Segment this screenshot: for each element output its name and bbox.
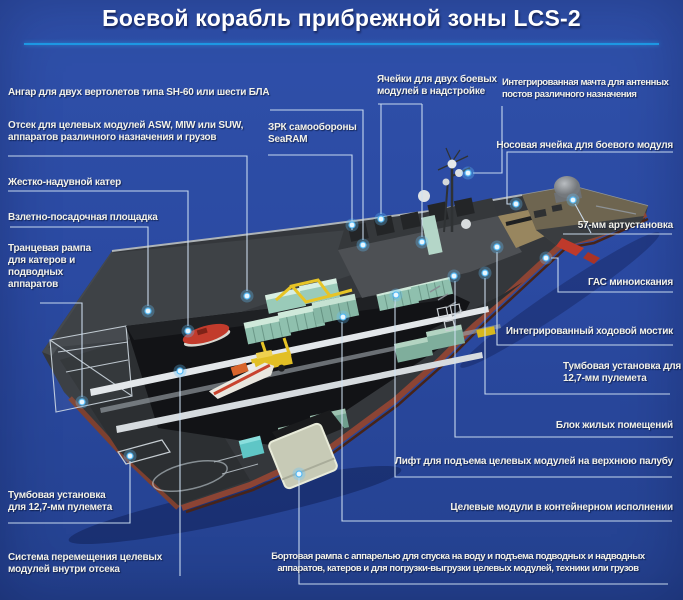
label-side-ramp: Бортовая рампа с аппарелью для спуска на… [271,551,645,574]
leader-accommodation [454,281,673,438]
leader-bow-cell [506,151,673,205]
label-transfer-system: Система перемещения целевых модулей внут… [8,552,163,575]
leader-side-ramp [298,478,668,585]
label-transom-ramp: Транцевая рампа для катеров и подводных … [8,243,92,290]
label-gun-57mm: 57-мм артустановка [577,220,674,231]
rib-boat-shape [182,323,231,347]
leader-gun-right [484,278,670,395]
label-container-modules: Целевые модули в контейнерном исполнении [450,502,673,513]
label-hangar: Ангар для двух вертолетов типа SH-60 или… [8,87,270,98]
label-module-lift: Лифт для подъема целевых модулей на верх… [394,456,673,467]
leader-flight-deck [10,226,149,306]
label-bridge: Интегрированный ходовой мостик [505,326,673,337]
leader-module-lift [394,300,672,478]
superstructure [338,190,560,298]
gun-57mm-dome [554,176,580,198]
hull-cut-frames [429,261,463,317]
bow-fin-red [556,238,584,256]
integrated-mast [437,147,471,233]
leader-gun-left [8,461,131,524]
leader-mission-bay [8,155,248,291]
label-mission-bay: Отсек для целевых модулей ASW, MIW или S… [8,120,244,143]
page-title: Боевой корабль прибрежной зоны LCS-2 [102,5,581,31]
leader-mast [473,106,503,174]
leader-transom-ramp [40,302,83,397]
leader-rib-boat [8,190,189,326]
label-flight-deck: Взлетно-посадочная площадка [8,212,158,223]
label-accommodation: Блок жилых помещений [555,420,673,431]
label-searam: ЗРК самообороны SeaRAM [268,122,357,145]
title-separator [24,43,659,45]
water-shadow [68,232,660,545]
label-sonar: ГАС миноискания [587,277,673,288]
label-mast: Интегрированная мачта для антенных посто… [502,77,669,100]
callout-dots [75,166,580,481]
label-superstructure-cells: Ячейки для двух боевых модулей в надстро… [377,74,497,97]
leader-container-modules [341,322,672,522]
radome-dome [418,190,430,202]
leader-searam [268,154,353,230]
leader-sonar [551,257,673,293]
label-bow-cell: Носовая ячейка для боевого модуля [496,140,673,151]
rescue-boat-shape [208,362,275,399]
leader-hangar [270,109,364,240]
side-ramp-panel [268,410,344,490]
label-gun-mount-left: Тумбовая установка для 12,7-мм пулемета [8,490,113,513]
label-rib-boat: Жестко-надувной катер [8,177,122,188]
leader-bridge [496,252,673,346]
boats-group [182,323,275,399]
label-gun-mount-right: Тумбовая установка для 12,7-мм пулемета [563,361,682,384]
